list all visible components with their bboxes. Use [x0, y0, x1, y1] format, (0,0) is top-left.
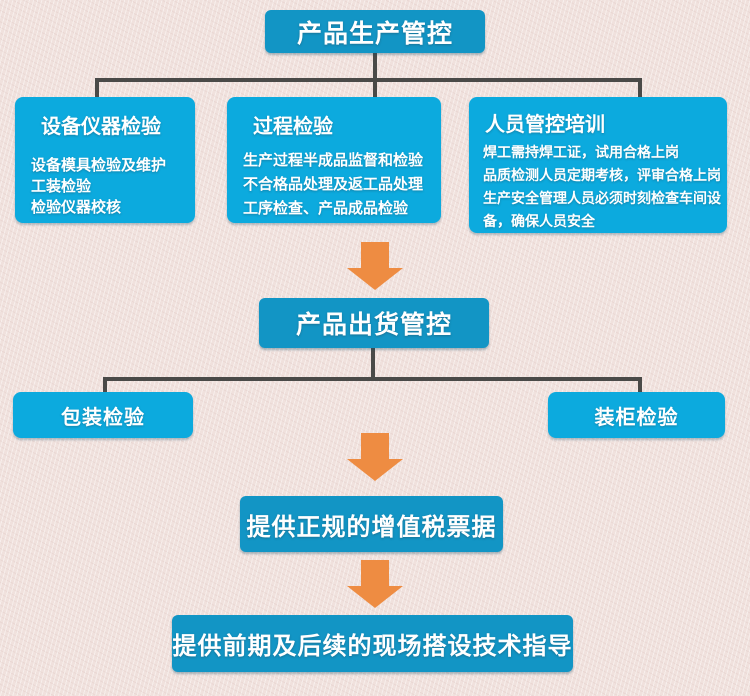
branch-line: 品质检测人员定期考核，评审合格上岗	[483, 167, 721, 183]
node-label: 提供前期及后续的现场搭设技术指导	[172, 633, 573, 660]
branch-line: 生产过程半成品监督和检验	[243, 152, 424, 169]
connector-line	[103, 377, 642, 381]
connector-line	[638, 377, 642, 394]
branch-process-inspection: 过程检验 生产过程半成品监督和检验 不合格品处理及返工品处理 工序检查、产品成品…	[227, 97, 441, 223]
root-node-production-control: 产品生产管控	[265, 10, 485, 53]
down-arrow-icon	[347, 560, 403, 608]
connector-line	[373, 53, 377, 80]
connector-line	[638, 78, 642, 98]
connector-line	[371, 347, 375, 380]
branch-line: 焊工需持焊工证，试用合格上岗	[483, 144, 679, 160]
node-label: 产品出货管控	[295, 311, 452, 339]
guidance-node: 提供前期及后续的现场搭设技术指导	[172, 615, 573, 672]
branch-title: 设备仪器检验	[41, 116, 161, 138]
branch-line: 设备模具检验及维护	[31, 157, 167, 174]
container-loading-inspection-node: 装柜检验	[548, 392, 725, 438]
branch-line: 不合格品处理及返工品处理	[243, 176, 424, 193]
branch-line: 检验仪器校核	[31, 199, 122, 216]
down-arrow-icon	[347, 242, 403, 290]
branch-personnel-training: 人员管控培训 焊工需持焊工证，试用合格上岗 品质检测人员定期考核，评审合格上岗 …	[469, 97, 727, 233]
node-label: 提供正规的增值税票据	[246, 513, 497, 541]
connector-line	[103, 377, 107, 394]
branch-line: 生产安全管理人员必须时刻检查车间设备，确保人员安全	[483, 190, 721, 229]
node-label: 包装检验	[61, 406, 145, 429]
packaging-inspection-node: 包装检验	[13, 392, 193, 438]
node-label: 产品生产管控	[296, 19, 453, 48]
branch-line: 工序检查、产品成品检验	[243, 200, 409, 217]
branch-title: 过程检验	[253, 116, 333, 138]
node-label: 装柜检验	[594, 406, 679, 429]
connector-line	[373, 78, 377, 98]
down-arrow-icon	[347, 433, 403, 481]
invoice-node: 提供正规的增值税票据	[240, 496, 503, 552]
connector-line	[95, 78, 642, 82]
shipment-control-node: 产品出货管控	[259, 298, 489, 348]
branch-equipment-inspection: 设备仪器检验 设备模具检验及维护 工装检验 检验仪器校核	[15, 97, 195, 223]
branch-line: 工装检验	[31, 178, 92, 195]
branch-title: 人员管控培训	[485, 114, 605, 136]
connector-line	[95, 78, 99, 98]
